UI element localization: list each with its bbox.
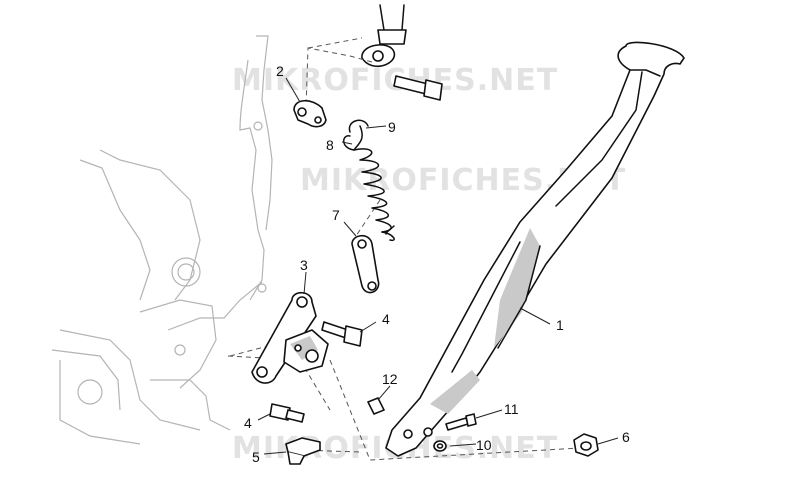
part-5-stud xyxy=(285,437,321,465)
callout-6: 6 xyxy=(622,429,630,445)
callout-11: 11 xyxy=(504,401,519,417)
callout-8: 8 xyxy=(326,137,334,153)
shock-absorber-end xyxy=(361,4,407,68)
part-2-plate xyxy=(293,99,327,128)
callout-4-lower: 4 xyxy=(244,415,252,431)
callout-5: 5 xyxy=(252,449,260,465)
part-7-link xyxy=(351,234,380,294)
part-10-washer xyxy=(433,440,447,452)
callout-9: 9 xyxy=(388,119,396,135)
part-3-bracket xyxy=(251,291,329,384)
callout-7: 7 xyxy=(332,207,340,223)
part-12-screw xyxy=(367,397,385,415)
part-6-nut xyxy=(573,433,599,457)
part-1-side-stand xyxy=(385,41,685,457)
leader-lines xyxy=(257,77,619,455)
callout-3: 3 xyxy=(300,257,308,273)
part-4-bolt-upper xyxy=(321,321,363,347)
callout-12: 12 xyxy=(382,371,398,387)
callout-4-upper: 4 xyxy=(382,311,390,327)
callout-10: 10 xyxy=(476,437,492,453)
callout-1: 1 xyxy=(556,317,564,333)
part-11-screw xyxy=(445,413,477,431)
part-9-spring xyxy=(343,119,395,242)
clevis-bolt xyxy=(393,75,443,101)
part-4-bolt-lower xyxy=(269,403,305,423)
callout-2: 2 xyxy=(276,63,284,79)
frame-outline xyxy=(51,35,273,445)
